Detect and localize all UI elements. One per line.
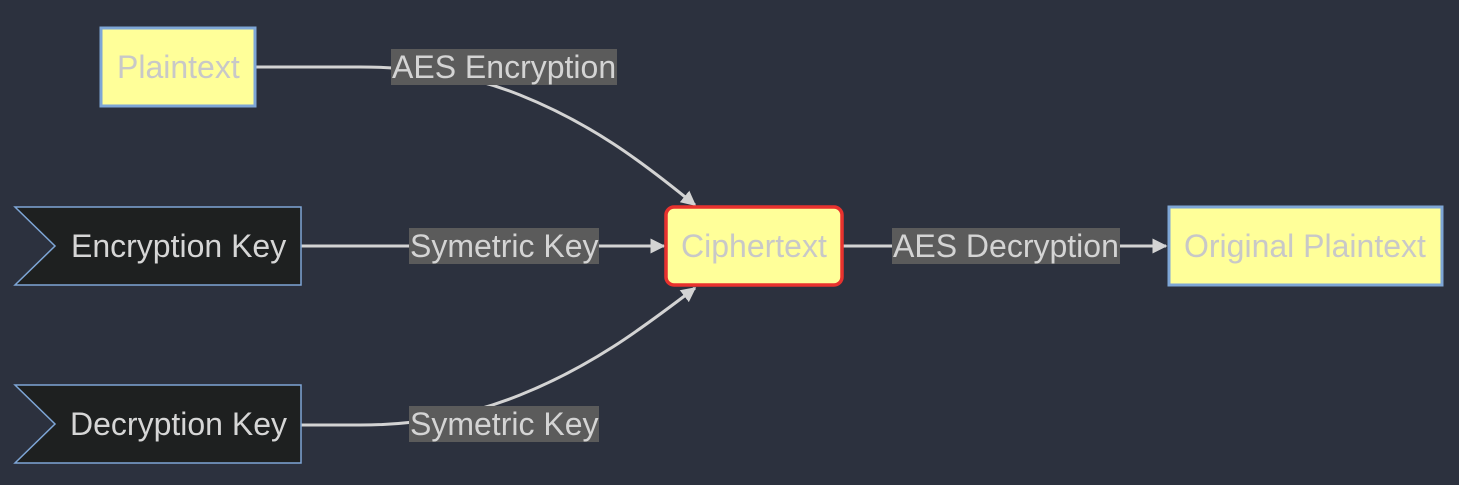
symmetric-key-edge-label-bottom: Symetric Key: [409, 406, 600, 442]
encryption-key-node: [13, 206, 302, 286]
plaintext-node: [99, 26, 257, 108]
ciphertext-node: [664, 205, 844, 287]
encryption-key-label: Encryption Key: [71, 228, 287, 264]
decryption-key-label: Decryption Key: [70, 406, 287, 442]
edge-aes-encryption: [256, 65, 697, 207]
aes-encryption-edge-label: AES Encryption: [391, 49, 618, 85]
decryption-key-node: [13, 384, 302, 464]
aes-decryption-edge-label: AES Decryption: [892, 228, 1120, 264]
plaintext-label: Plaintext: [117, 49, 240, 85]
original-plaintext-label: Original Plaintext: [1184, 228, 1426, 264]
ciphertext-label: Ciphertext: [681, 228, 827, 264]
edge-decryption-key-to-ciphertext: [301, 286, 697, 427]
symmetric-key-edge-label-top: Symetric Key: [409, 228, 600, 264]
original-plaintext-node: [1167, 205, 1444, 287]
